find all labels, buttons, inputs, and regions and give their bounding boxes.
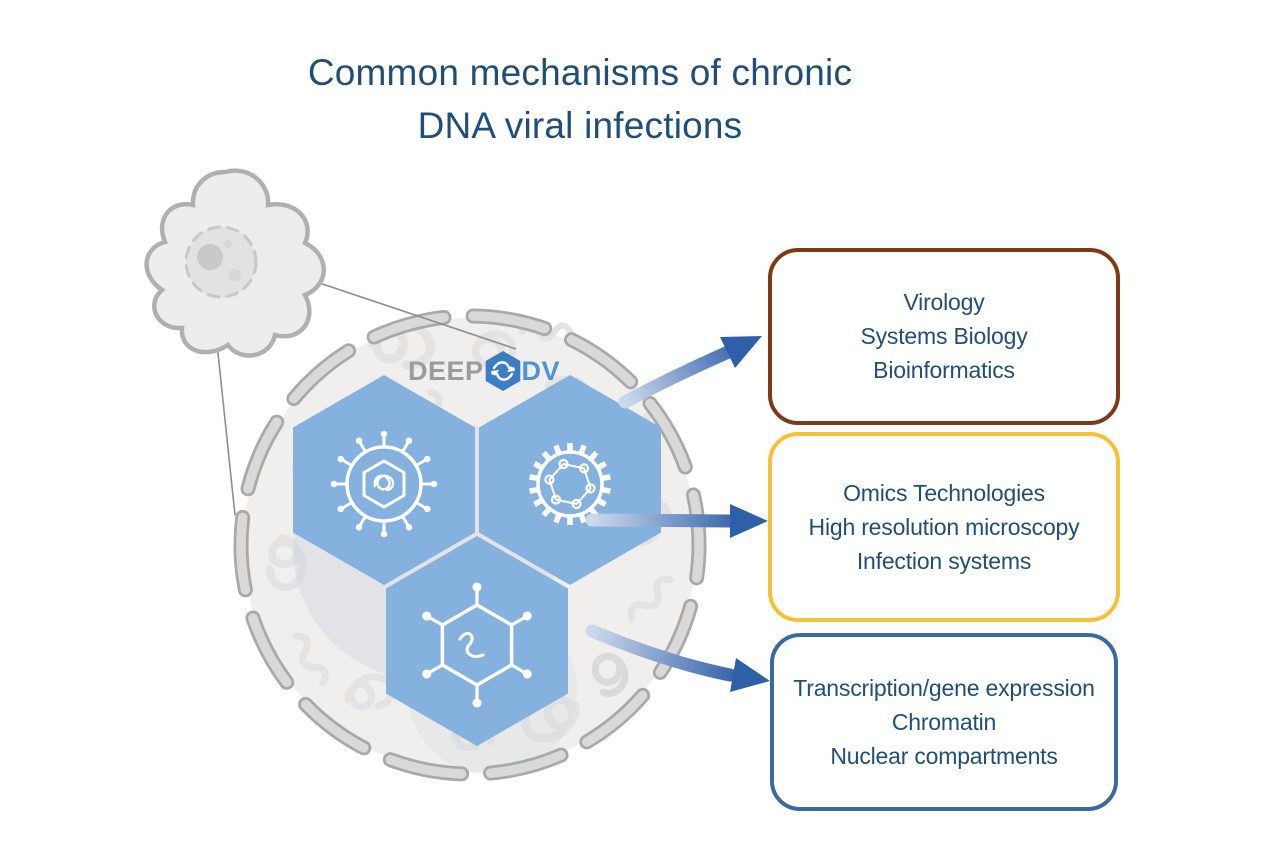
naked-virus-dna-icon (419, 580, 535, 710)
logo-deep-text: DEEP (408, 355, 484, 386)
nucleus-speckle (224, 240, 232, 248)
box-virology-line-3: Bioinformatics (873, 357, 1015, 383)
box-nuclear-line-3: Nuclear compartments (830, 742, 1058, 769)
arrows (585, 336, 770, 692)
enveloped-virus-icon (329, 429, 439, 539)
logo-dv-text: DV (521, 355, 561, 386)
nucleus-speckle (229, 269, 241, 281)
box-omics: Omics Technologies High resolution micro… (768, 432, 1120, 622)
title-line-1: Common mechanisms of chronic (307, 52, 853, 93)
box-omics-line-3: Infection systems (856, 547, 1032, 574)
hexagon-nuclear (386, 536, 568, 746)
box-omics-line-1: Omics Technologies (843, 479, 1045, 506)
host-cell (144, 168, 326, 358)
box-virology-line-2: Systems Biology (860, 323, 1028, 349)
logo-hexagon-shape (485, 351, 520, 391)
box-virology: Virology Systems Biology Bioinformatics (768, 248, 1120, 425)
nucleolus (197, 244, 223, 270)
virus-hexagons (293, 375, 661, 746)
hexagon-virology (293, 375, 475, 585)
capsid-gear-virus-icon (530, 443, 611, 525)
page-title: Common mechanisms of chronic DNA viral i… (180, 46, 980, 152)
box-nuclear-line-1: Transcription/gene expression (793, 674, 1095, 701)
deepdv-swirl-arrows-icon (483, 349, 523, 393)
hexagon-omics (479, 375, 661, 585)
box-virology-line-1: Virology (903, 289, 985, 315)
box-omics-line-2: High resolution microscopy (808, 513, 1080, 540)
arrow-to-omics-box (585, 504, 768, 538)
arrow-to-virology-box (618, 336, 762, 409)
title-line-2: DNA viral infections (417, 105, 743, 146)
box-nuclear-line-2: Chromatin (891, 708, 997, 735)
deepdv-logo: DEEP DV (408, 349, 560, 393)
arrow-to-nuclear-box (585, 624, 770, 692)
box-nuclear-biology: Transcription/gene expression Chromatin … (770, 633, 1118, 811)
